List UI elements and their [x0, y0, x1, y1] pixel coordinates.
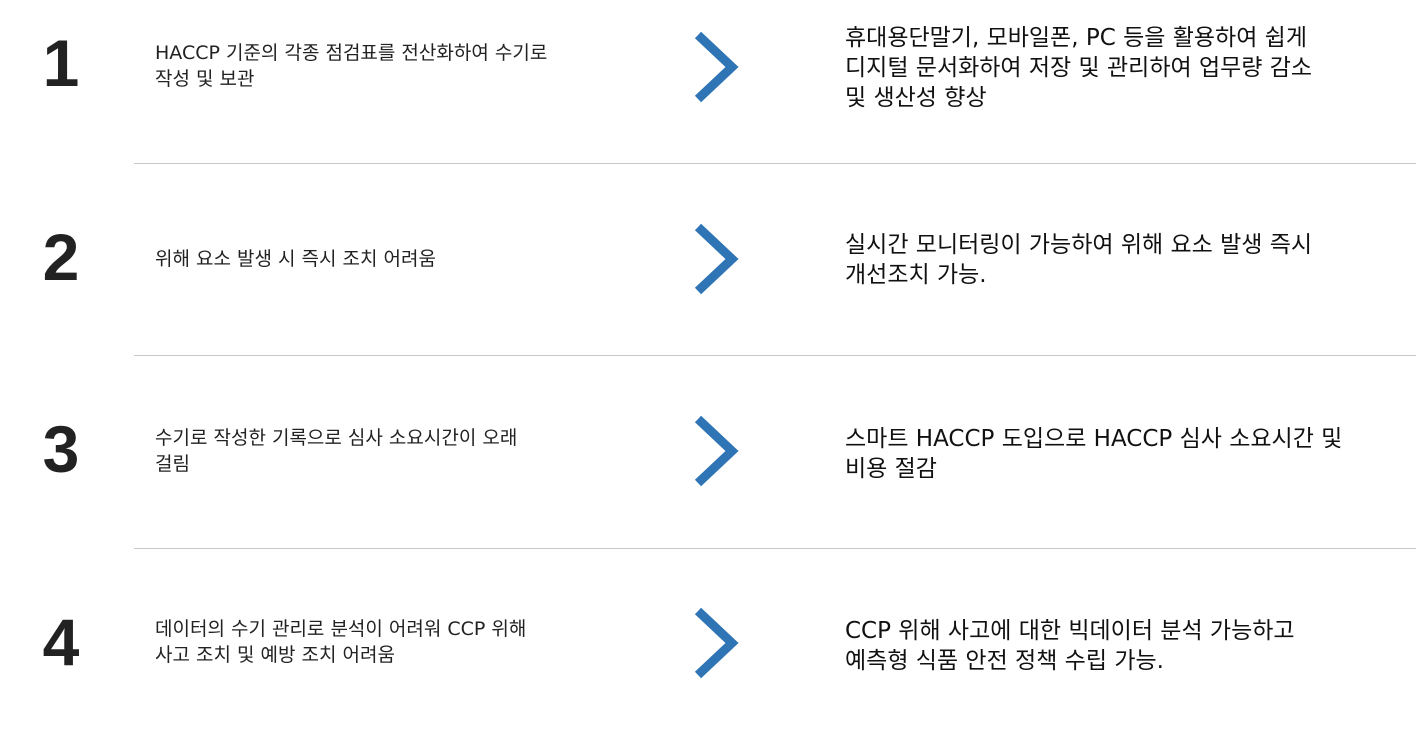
row-divider — [134, 163, 1416, 164]
row-number: 4 — [42, 605, 80, 679]
chevron-right-icon — [690, 223, 742, 295]
solution-text: 휴대용단말기, 모바일폰, PC 등을 활용하여 쉽게 디지털 문서화하여 저장… — [845, 25, 1313, 111]
comparison-row-4: 4 데이터의 수기 관리로 분석이 어려워 CCP 위해 사고 조치 및 예방 … — [0, 551, 1426, 743]
row-number: 2 — [42, 220, 80, 294]
solution-text: 스마트 HACCP 도입으로 HACCP 심사 소요시간 및 비용 절감 — [845, 426, 1343, 482]
problem-text: HACCP 기준의 각종 점검표를 전산화하여 수기로 작성 및 보관 — [155, 42, 548, 90]
row-divider — [134, 548, 1416, 549]
row-number: 3 — [42, 412, 80, 486]
solution-text: CCP 위해 사고에 대한 빅데이터 분석 가능하고 예측형 식품 안전 정책 … — [845, 618, 1295, 674]
chevron-right-icon — [690, 607, 742, 679]
comparison-row-3: 3 수기로 작성한 기록으로 심사 소요시간이 오래 걸림 스마트 HACCP … — [0, 358, 1426, 550]
chevron-right-icon — [690, 415, 742, 487]
row-number: 1 — [42, 26, 80, 100]
row-divider — [134, 355, 1416, 356]
problem-text: 수기로 작성한 기록으로 심사 소요시간이 오래 걸림 — [155, 427, 518, 475]
comparison-row-1: 1 HACCP 기준의 각종 점검표를 전산화하여 수기로 작성 및 보관 휴대… — [0, 0, 1426, 192]
problem-text: 위해 요소 발생 시 즉시 조치 어려움 — [155, 248, 436, 270]
comparison-row-2: 2 위해 요소 발생 시 즉시 조치 어려움 실시간 모니터링이 가능하여 위해… — [0, 166, 1426, 358]
problem-text: 데이터의 수기 관리로 분석이 어려워 CCP 위해 사고 조치 및 예방 조치… — [155, 618, 527, 666]
chevron-right-icon — [690, 31, 742, 103]
solution-text: 실시간 모니터링이 가능하여 위해 요소 발생 즉시 개선조치 가능. — [845, 232, 1313, 288]
